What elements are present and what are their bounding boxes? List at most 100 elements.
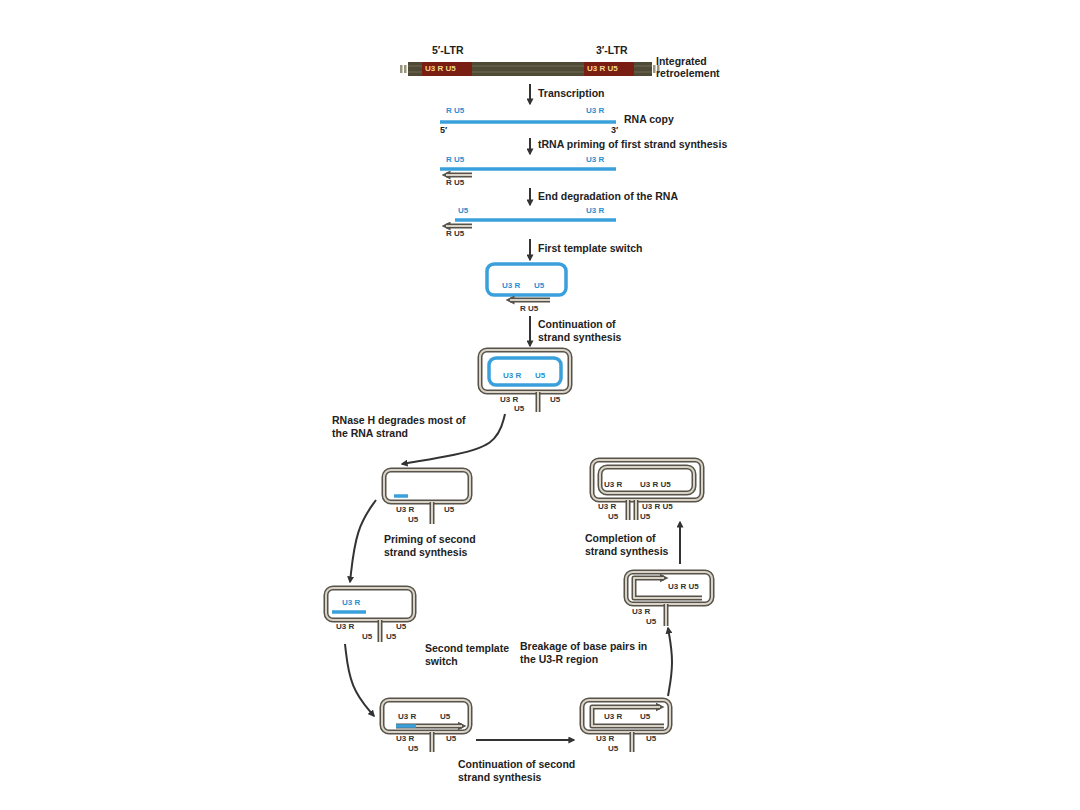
dna-strand	[582, 700, 670, 732]
strand-label: U3 R	[502, 282, 520, 291]
step-label: Completion of strand synthesis	[585, 532, 673, 557]
strand-label: U3 R U5	[668, 583, 699, 592]
dna-strand	[634, 500, 639, 520]
strand-label: U3 R	[398, 713, 416, 722]
step-label: RNase H degrades most of the RNA strand	[332, 414, 482, 439]
step-arrow	[529, 84, 531, 104]
stage-figure: U3 RU3 R U5U3 RU3 R U5U5U5	[584, 456, 710, 522]
rna-strand	[440, 120, 616, 124]
dna-strand	[600, 467, 694, 493]
strand-label: R U5	[446, 230, 464, 239]
rna-strand	[396, 724, 416, 728]
rna-strand	[332, 610, 366, 614]
dna-strand	[592, 460, 702, 500]
strand-label: U3 R	[586, 107, 604, 116]
rna-strand	[394, 494, 408, 498]
strand-label: U3 R	[336, 623, 354, 632]
strand-label: U3 R	[503, 372, 521, 381]
stage-figure: U3 RU5U3 RU5U5	[374, 696, 476, 754]
strand-label: U5	[440, 713, 450, 722]
strand-label: 5′-LTR	[432, 45, 464, 57]
strand-label: U5	[608, 745, 618, 754]
strand-label: U5	[640, 513, 650, 522]
step-arrow	[529, 138, 531, 154]
step-label: tRNA priming of first strand synthesis	[538, 138, 727, 151]
stage-figure: U3 R U5 R U5	[478, 260, 573, 316]
strand-label: U3 R U5	[640, 481, 671, 490]
rna-strand	[487, 264, 566, 295]
dna-strand	[382, 700, 470, 732]
strand-label: U5	[362, 633, 372, 642]
strand-label: U3 R	[396, 506, 414, 515]
step-arrow	[350, 500, 376, 582]
strand-illustration	[574, 696, 676, 754]
strand-label: RNA copy	[624, 114, 674, 126]
dna-strand	[396, 724, 462, 729]
strand-label: U5	[534, 282, 544, 291]
strand-label: U3 R U5	[642, 503, 673, 512]
step-label: Priming of second strand synthesis	[384, 533, 494, 558]
strand-label: U3 R	[500, 396, 518, 405]
stage-figure: U3 R U5 U3 RU5	[618, 564, 716, 628]
strand-label: U3 R	[604, 481, 622, 490]
strand-label: U3 R U5	[587, 65, 618, 74]
dna-strand	[430, 732, 435, 752]
strand-label: U3 R	[342, 599, 360, 608]
strand-label: R U5	[446, 179, 464, 188]
step-arrow	[345, 644, 374, 716]
ltr-block	[422, 62, 472, 76]
step-label: Continuation of second strand synthesis	[458, 758, 608, 783]
strand-illustration	[376, 464, 476, 528]
strand-illustration	[474, 346, 576, 414]
strand-label: U3 R	[586, 207, 604, 216]
strand-label: U3 R	[598, 503, 616, 512]
strand-label: U3 R	[396, 735, 414, 744]
dna-strand	[592, 707, 664, 726]
strand-label: U5	[386, 633, 396, 642]
strand-label: 3′	[611, 126, 618, 136]
strand-label: U3 R	[596, 735, 614, 744]
strand-label: 5′	[440, 126, 447, 136]
strand-label: U5	[408, 745, 418, 754]
strand-label: U5	[646, 618, 656, 627]
dna-strand	[384, 470, 470, 502]
retroelement-bar	[408, 62, 652, 76]
step-label: Breakage of base pairs in the U3-R regio…	[520, 640, 655, 665]
strand-label: U5	[408, 516, 418, 525]
dna-strand	[326, 588, 414, 620]
rna-strand	[489, 358, 561, 385]
step-arrow	[529, 188, 531, 205]
strand-label: U5	[444, 506, 454, 515]
strand-label: R U5	[520, 305, 538, 314]
strand-illustration	[618, 564, 716, 628]
dna-strand	[510, 298, 550, 303]
step-label: Second template switch	[425, 642, 515, 667]
strand-illustration	[374, 696, 476, 754]
stage-figure: 5′-LTRU3 R U53′-LTRU3 R U5Integrated ret…	[405, 40, 725, 84]
stage-figure: R U5U3 R5′3′RNA copy	[436, 104, 686, 138]
strand-label: U5	[458, 207, 468, 216]
step-label: Transcription	[538, 87, 605, 100]
stage-figure: U3 RU5U3 RU5U5	[474, 346, 576, 414]
strand-label: U5	[535, 372, 545, 381]
dna-strand	[536, 392, 541, 412]
strand-label: U3 R	[632, 608, 650, 617]
step-arrow	[529, 316, 531, 346]
dna-strand	[446, 224, 472, 229]
ltr-block	[584, 62, 634, 76]
stage-figure: U3 RU5U3 RU5U5	[574, 696, 676, 754]
stage-figure: U3 RU5U5	[376, 464, 476, 528]
strand-label: U5	[640, 713, 650, 722]
strand-label: 3′-LTR	[596, 45, 628, 57]
strand-label: U5	[396, 623, 406, 632]
strand-label: U5	[550, 396, 560, 405]
dna-strand	[480, 350, 570, 392]
step-label: Continuation of strand synthesis	[538, 318, 648, 343]
strand-label: U3 R	[586, 156, 604, 165]
strand-label: U3 R U5	[425, 65, 456, 74]
dna-strand	[446, 173, 472, 178]
stage-figure: R U5U3 RR U5	[436, 154, 626, 188]
dna-strand	[378, 620, 383, 642]
step-label: End degradation of the RNA	[538, 190, 678, 203]
step-arrow	[668, 628, 672, 696]
